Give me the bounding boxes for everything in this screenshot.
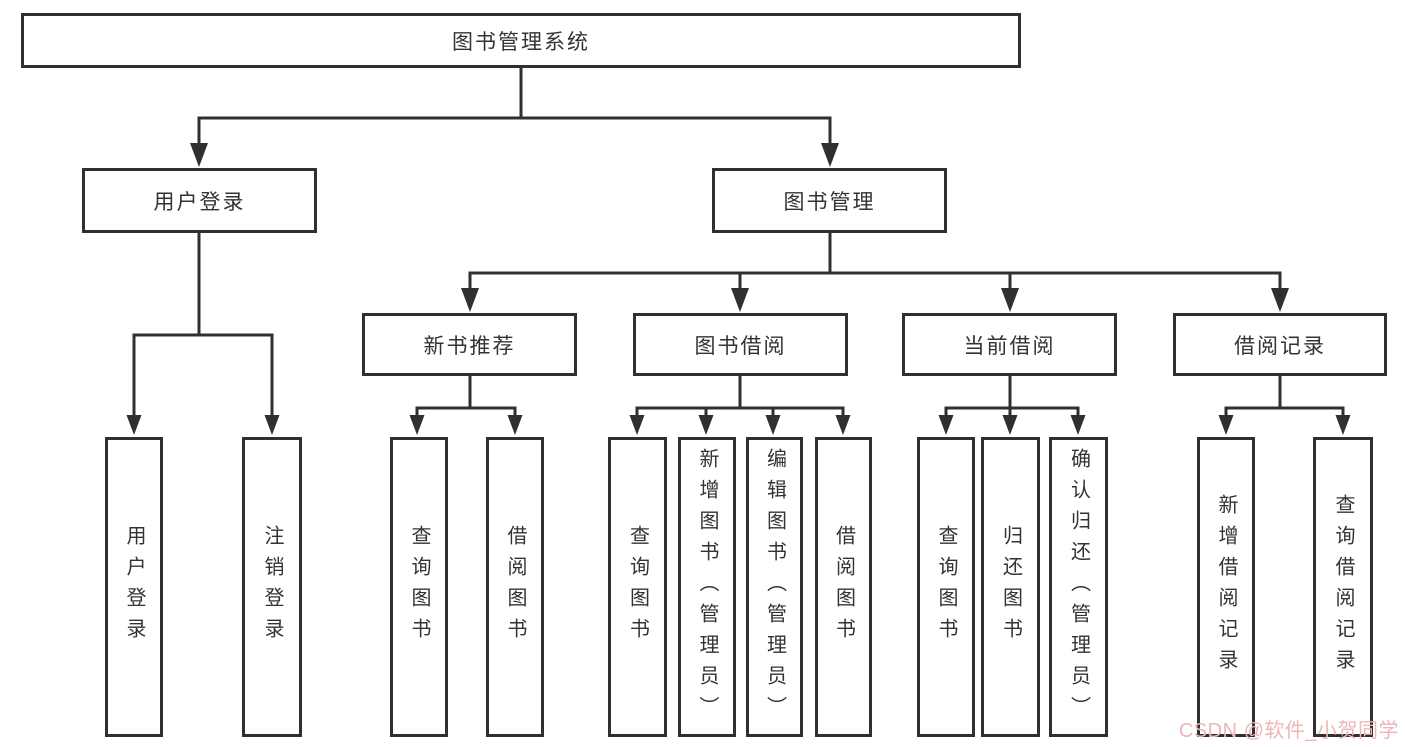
leaf-add-books-admin: 新增图书（管理员）	[678, 437, 736, 737]
node-label: 借阅记录	[1234, 334, 1326, 358]
node-label: 图书管理	[783, 190, 876, 214]
leaf-user-login: 用户登录	[105, 437, 163, 737]
node-label: 用户登录	[153, 190, 246, 214]
node-label: 当前借阅	[963, 334, 1056, 358]
node-borrow-records: 借阅记录	[1173, 313, 1387, 376]
node-label: 新书推荐	[423, 334, 516, 358]
leaf-add-borrow-record: 新增借阅记录	[1197, 437, 1255, 737]
leaf-return-books: 归还图书	[981, 437, 1040, 737]
leaf-query-books: 查询图书	[390, 437, 448, 737]
csdn-watermark: CSDN @软件_小贺同学	[1178, 720, 1399, 742]
node-current-borrow: 当前借阅	[902, 313, 1117, 376]
node-book-management: 图书管理	[712, 168, 947, 233]
node-user-login: 用户登录	[82, 168, 317, 233]
leaf-query-borrow-record: 查询借阅记录	[1313, 437, 1373, 737]
leaf-query-books: 查询图书	[608, 437, 667, 737]
node-book-borrow: 图书借阅	[633, 313, 848, 376]
node-new-book-recommend: 新书推荐	[362, 313, 577, 376]
leaf-borrow-books: 借阅图书	[815, 437, 872, 737]
leaf-logout: 注销登录	[242, 437, 302, 737]
leaf-borrow-books: 借阅图书	[486, 437, 544, 737]
node-library-management-system: 图书管理系统	[21, 13, 1021, 68]
leaf-confirm-return-admin: 确认归还（管理员）	[1049, 437, 1108, 737]
leaf-edit-books-admin: 编辑图书（管理员）	[746, 437, 803, 737]
leaf-query-books: 查询图书	[917, 437, 975, 737]
node-label: 图书管理系统	[452, 30, 590, 54]
node-label: 图书借阅	[694, 334, 787, 358]
